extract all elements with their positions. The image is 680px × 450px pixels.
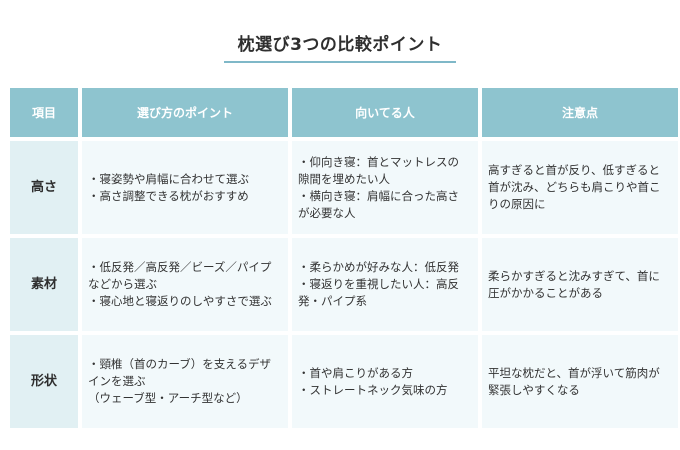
cell-line: ・ストレートネック気味の方 <box>298 382 448 397</box>
table-row: 高さ ・寝姿勢や肩幅に合わせて選ぶ ・高さ調整できる枕がおすすめ ・仰向き寝：首… <box>10 141 678 234</box>
title-area: 枕選び3つの比較ポイント <box>0 30 680 63</box>
cell-line: 緊張しやすくなる <box>488 382 580 397</box>
cell-line: が必要な人 <box>298 205 356 220</box>
cell-line: ・高さ調整できる枕がおすすめ <box>88 188 249 203</box>
header-points: 選び方のポイント <box>82 88 288 137</box>
cell-line: ・寝姿勢や肩幅に合わせて選ぶ <box>88 171 249 186</box>
cell-line: ・横向き寝：肩幅に合った高さ <box>298 188 459 203</box>
cell-line: ・頸椎（首のカーブ）を支えるデザ <box>88 357 271 371</box>
points-cell: ・寝姿勢や肩幅に合わせて選ぶ ・高さ調整できる枕がおすすめ <box>82 141 288 234</box>
comparison-table: 項目 選び方のポイント 向いてる人 注意点 高さ ・寝姿勢や肩幅に合わせて選ぶ … <box>6 84 680 432</box>
cell-line: 高すぎると首が反り、低すぎると <box>488 163 661 177</box>
cell-line: 発・パイプ系 <box>298 294 367 308</box>
row-head-shape: 形状 <box>10 335 78 428</box>
cell-line: 隙間を埋めたい人 <box>298 171 390 186</box>
page-title: 枕選び3つの比較ポイント <box>223 30 457 63</box>
row-head-material: 素材 <box>10 238 78 331</box>
cell-line: 圧がかかることがある <box>488 285 603 300</box>
points-cell: ・頸椎（首のカーブ）を支えるデザ インを選ぶ （ウェーブ型・アーチ型など） <box>82 335 288 428</box>
cell-line: 平坦な枕だと、首が浮いて筋肉が <box>488 365 660 380</box>
header-row: 項目 選び方のポイント 向いてる人 注意点 <box>10 88 678 137</box>
cell-line: ・寝心地と寝返りのしやすさで選ぶ <box>88 294 272 308</box>
cell-line: （ウェーブ型・アーチ型など） <box>88 391 248 405</box>
row-head-height: 高さ <box>10 141 78 234</box>
cell-line: 柔らかすぎると沈みすぎて、首に <box>488 268 660 283</box>
cell-line: ・首や肩こりがある方 <box>298 365 413 380</box>
cell-line: 首が沈み、どちらも肩こりや首こ <box>488 180 661 194</box>
table-row: 素材 ・低反発／高反発／ビーズ／パイプ などから選ぶ ・寝心地と寝返りのしやすさ… <box>10 238 678 331</box>
cell-line: などから選ぶ <box>88 277 157 291</box>
header-notes: 注意点 <box>482 88 678 137</box>
notes-cell: 柔らかすぎると沈みすぎて、首に 圧がかかることがある <box>482 238 678 331</box>
header-suited: 向いてる人 <box>292 88 478 137</box>
suited-cell: ・仰向き寝：首とマットレスの 隙間を埋めたい人 ・横向き寝：肩幅に合った高さ が… <box>292 141 478 234</box>
table-row: 形状 ・頸椎（首のカーブ）を支えるデザ インを選ぶ （ウェーブ型・アーチ型など）… <box>10 335 678 428</box>
suited-cell: ・首や肩こりがある方 ・ストレートネック気味の方 <box>292 335 478 428</box>
cell-line: りの原因に <box>488 197 546 211</box>
points-cell: ・低反発／高反発／ビーズ／パイプ などから選ぶ ・寝心地と寝返りのしやすさで選ぶ <box>82 238 288 331</box>
suited-cell: ・柔らかめが好みな人：低反発 ・寝返りを重視したい人：高反 発・パイプ系 <box>292 238 478 331</box>
cell-line: ・柔らかめが好みな人：低反発 <box>298 260 459 274</box>
notes-cell: 平坦な枕だと、首が浮いて筋肉が 緊張しやすくなる <box>482 335 678 428</box>
cell-line: ・寝返りを重視したい人：高反 <box>298 277 459 291</box>
cell-line: ・低反発／高反発／ビーズ／パイプ <box>88 260 272 274</box>
cell-line: インを選ぶ <box>88 374 146 388</box>
cell-line: ・仰向き寝：首とマットレスの <box>298 154 459 169</box>
notes-cell: 高すぎると首が反り、低すぎると 首が沈み、どちらも肩こりや首こ りの原因に <box>482 141 678 234</box>
header-item: 項目 <box>10 88 78 137</box>
